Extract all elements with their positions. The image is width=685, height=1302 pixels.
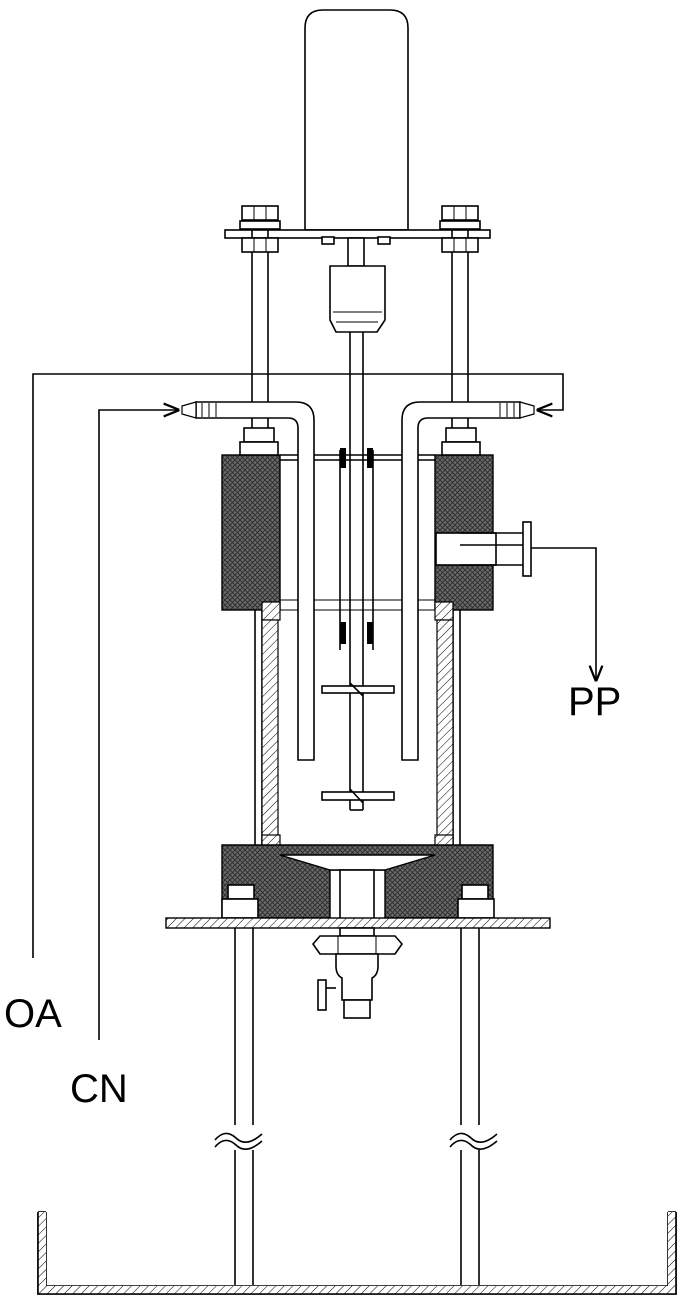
support-plate (165, 917, 551, 929)
right-threaded-rod (439, 205, 481, 430)
base-insulation (221, 844, 494, 921)
flow-line-pp (531, 547, 596, 680)
support-legs (214, 928, 498, 1285)
left-threaded-rod (239, 205, 281, 430)
upper-impeller (321, 682, 395, 697)
lid-nuts (239, 427, 481, 456)
lower-impeller (321, 788, 395, 804)
right-cooling-pipe (401, 401, 535, 761)
base-nuts (221, 884, 495, 919)
label-oa: OA (4, 992, 62, 1036)
motor (304, 9, 409, 231)
label-cn: CN (70, 1067, 128, 1111)
left-cooling-pipe (181, 401, 315, 761)
stirrer-shaft (349, 332, 364, 811)
vessel-wall (254, 601, 461, 856)
base-tray (37, 1211, 677, 1295)
side-port (435, 521, 532, 577)
flow-line-oa (32, 373, 564, 958)
shaft-seal (339, 448, 374, 650)
flow-line-cn (98, 410, 178, 1040)
label-pp: PP (568, 680, 621, 724)
drain-valve (311, 927, 404, 1019)
shaft-coupling (329, 237, 386, 333)
